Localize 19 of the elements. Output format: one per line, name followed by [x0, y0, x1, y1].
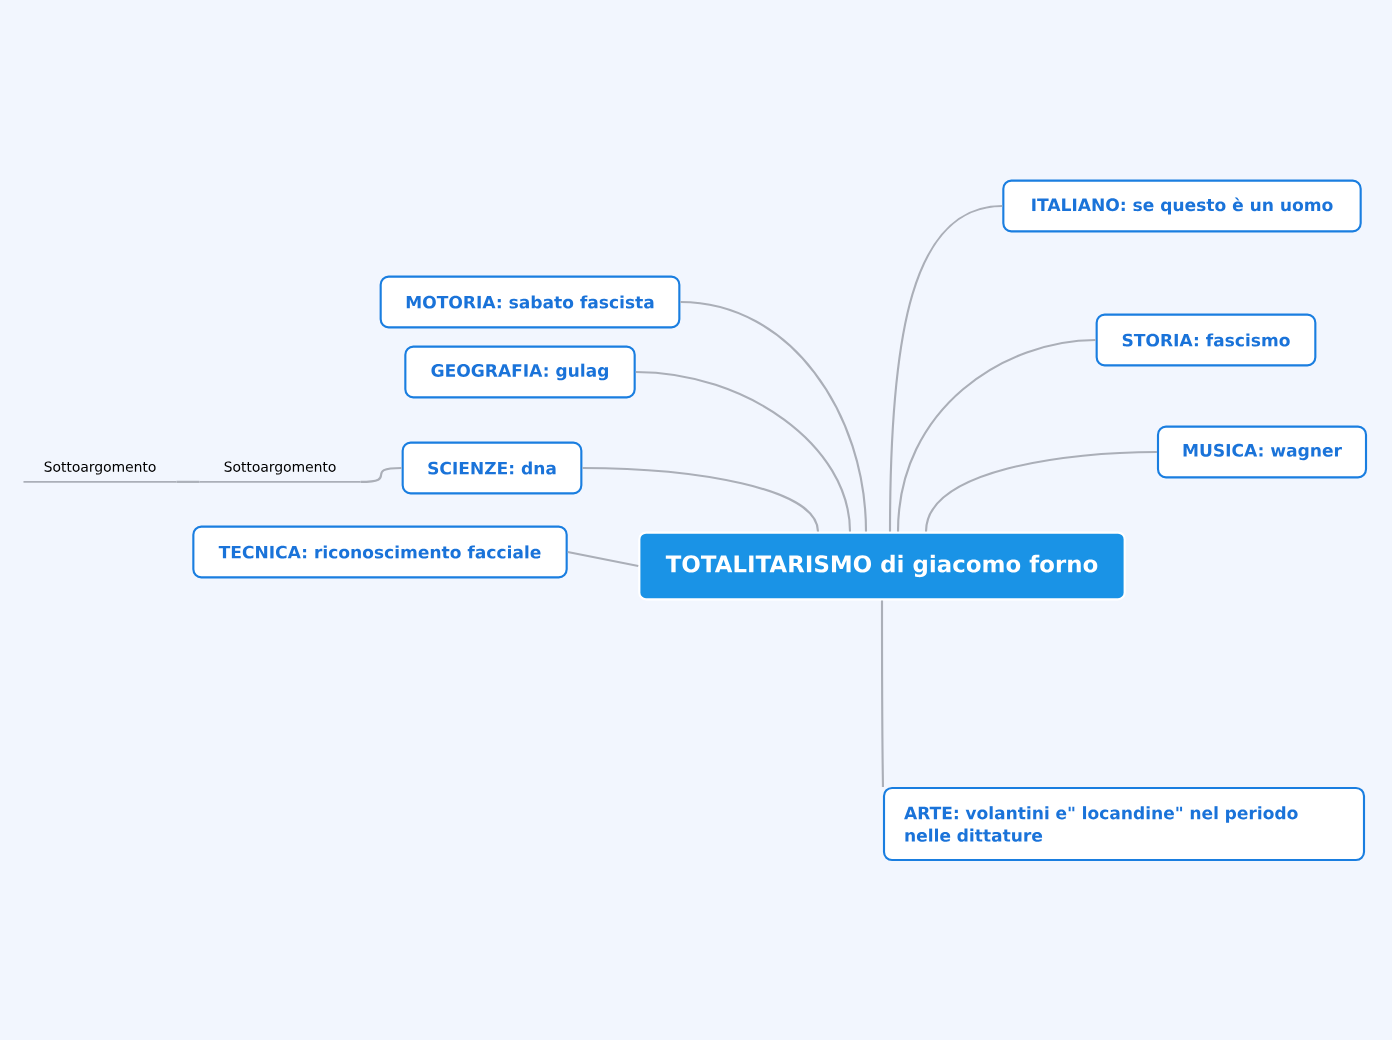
topic-box: SCIENZE: dna [401, 441, 583, 495]
topic-box: MOTORIA: sabato fascista [379, 275, 681, 329]
connector [176, 480, 200, 483]
topic-box: ARTE: volantini e" locandine" nel periodo nelle dittature [882, 786, 1366, 862]
topic-box: STORIA: fascismo [1095, 313, 1317, 367]
connector [567, 550, 639, 568]
connector [880, 600, 884, 787]
connector [635, 370, 852, 532]
connector [360, 466, 402, 483]
topic-box: ITALIANO: se questo è un uomo [1002, 179, 1362, 233]
connector [888, 204, 1003, 532]
topic-box: MUSICA: wagner [1156, 425, 1368, 479]
central-topic-box: TOTALITARISMO di giacomo forno [638, 531, 1126, 601]
connector [924, 450, 1157, 532]
topic-box: GEOGRAFIA: gulag [404, 345, 636, 399]
topic-box: TECNICA: riconoscimento facciale [192, 525, 568, 579]
connector [582, 466, 820, 532]
connector [680, 300, 868, 532]
connector [896, 338, 1096, 532]
